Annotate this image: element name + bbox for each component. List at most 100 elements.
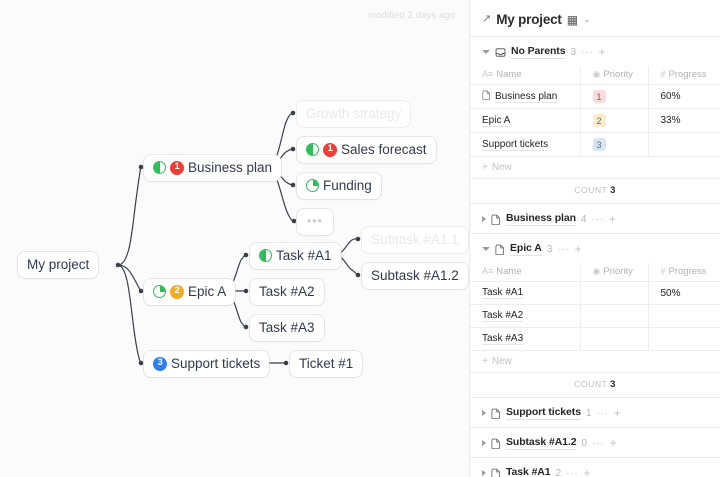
mindmap-node-label: Task #A3	[259, 320, 315, 335]
cell-name[interactable]: Support tickets	[470, 132, 580, 157]
table-row[interactable]: Epic A 2 33%	[470, 108, 720, 133]
group-title: Task #A1	[506, 466, 551, 477]
column-header-progress[interactable]: #Progress	[647, 263, 720, 282]
mindmap-node-growth[interactable]: Growth strategy	[297, 101, 411, 127]
cell-priority[interactable]: 3	[579, 132, 648, 157]
mindmap-node-ticket1[interactable]: Ticket #1	[290, 351, 363, 377]
number-type-icon: #	[660, 266, 666, 276]
row-title: Task #A2	[482, 310, 524, 322]
chevron-down-icon[interactable]: ⌄	[583, 14, 591, 24]
group-more-icon[interactable]: ···	[557, 243, 570, 255]
mindmap-node-subA12[interactable]: Subtask #A1.2	[362, 263, 468, 289]
group-more-icon[interactable]: ···	[581, 46, 594, 58]
group-more-icon[interactable]: ···	[591, 213, 604, 225]
table-row[interactable]: Task #A1 50%	[470, 281, 720, 305]
cell-name[interactable]: Task #A1	[470, 281, 580, 305]
chevron-right-icon[interactable]	[482, 410, 486, 416]
column-header-name[interactable]: A≡Name	[470, 66, 580, 85]
chevron-right-icon[interactable]	[482, 470, 486, 476]
group-more-icon[interactable]: ···	[566, 467, 579, 477]
group-more-icon[interactable]: ···	[592, 437, 605, 449]
progress-pie-icon	[306, 143, 319, 157]
cell-priority[interactable]: 1	[579, 84, 648, 109]
mindmap-canvas[interactable]: modified 2 days ago	[0, 0, 470, 477]
group-more-icon[interactable]: ···	[596, 407, 609, 419]
mindmap-node-label: Growth strategy	[306, 106, 402, 121]
priority-badge: 2	[170, 284, 184, 299]
cell-progress[interactable]: 50%	[647, 281, 720, 305]
mindmap-node-epica[interactable]: 2 Epic A	[144, 279, 236, 305]
cell-priority[interactable]	[579, 304, 648, 328]
progress-pie-icon	[259, 249, 272, 263]
mindmap-node-more[interactable]: •••	[297, 209, 334, 235]
divider	[470, 397, 720, 398]
modified-timestamp: modified 2 days ago	[368, 10, 455, 21]
chevron-right-icon[interactable]	[482, 440, 486, 446]
column-header-priority[interactable]: ◉Priority	[579, 66, 648, 85]
cell-progress[interactable]	[647, 304, 720, 328]
page-title[interactable]: My project	[496, 12, 562, 27]
cell-name[interactable]: Task #A3	[470, 327, 580, 351]
chevron-down-icon[interactable]	[482, 50, 490, 54]
mindmap-node-root[interactable]: My project	[18, 252, 99, 278]
group-add-icon[interactable]: +	[613, 406, 621, 420]
count-value: 3	[610, 185, 616, 196]
cell-priority[interactable]	[579, 281, 648, 305]
inbox-icon	[495, 47, 506, 58]
group-title: Subtask #A1.2	[506, 436, 577, 450]
chevron-down-icon[interactable]	[482, 247, 490, 251]
expand-arrow-icon[interactable]: ↗	[482, 13, 492, 25]
divider	[470, 36, 720, 37]
group-add-icon[interactable]: +	[598, 45, 606, 59]
cell-name[interactable]: Task #A2	[470, 304, 580, 328]
group-add-icon[interactable]: +	[574, 242, 582, 256]
group-add-icon[interactable]: +	[583, 466, 591, 477]
cell-name[interactable]: Epic A	[470, 108, 580, 133]
table-view-icon[interactable]: ▦	[566, 12, 579, 27]
cell-priority[interactable]	[579, 327, 648, 351]
cell-priority[interactable]: 2	[579, 108, 648, 133]
priority-badge: 2	[592, 114, 606, 127]
mindmap-node-taskA3[interactable]: Task #A3	[250, 315, 324, 341]
mindmap-node-taskA1[interactable]: Task #A1	[250, 243, 341, 269]
new-row-button[interactable]: +New	[470, 351, 720, 373]
cell-progress[interactable]: 60%	[647, 84, 720, 109]
column-header-progress[interactable]: #Progress	[647, 66, 720, 85]
table-row[interactable]: Task #A2	[470, 304, 720, 328]
mindmap-node-funding[interactable]: Funding	[297, 173, 381, 199]
progress-pie-icon	[306, 179, 319, 193]
group-count: 4	[580, 213, 587, 225]
table-row[interactable]: Task #A3	[470, 327, 720, 351]
mindmap-node-label: Subtask #A1.1	[371, 232, 459, 247]
cell-progress[interactable]: 33%	[647, 108, 720, 133]
chevron-right-icon[interactable]	[482, 216, 486, 222]
group-count: 3	[570, 46, 576, 58]
new-row-button[interactable]: +New	[470, 157, 720, 179]
divider	[470, 457, 720, 458]
cell-name[interactable]: Business plan	[470, 84, 580, 109]
column-header-priority[interactable]: ◉Priority	[579, 263, 648, 282]
group-add-icon[interactable]: +	[608, 212, 616, 226]
mindmap-node-label: Epic A	[188, 284, 227, 299]
mindmap-node-label: My project	[27, 257, 90, 272]
cell-progress[interactable]	[647, 132, 720, 157]
group-add-icon[interactable]: +	[609, 436, 617, 450]
mindmap-node-taskA2[interactable]: Task #A2	[250, 279, 324, 305]
column-header-name[interactable]: A≡Name	[470, 263, 580, 282]
mindmap-node-subA11[interactable]: Subtask #A1.1	[362, 227, 468, 253]
cell-progress[interactable]	[647, 327, 720, 351]
priority-badge: 3	[153, 356, 167, 371]
